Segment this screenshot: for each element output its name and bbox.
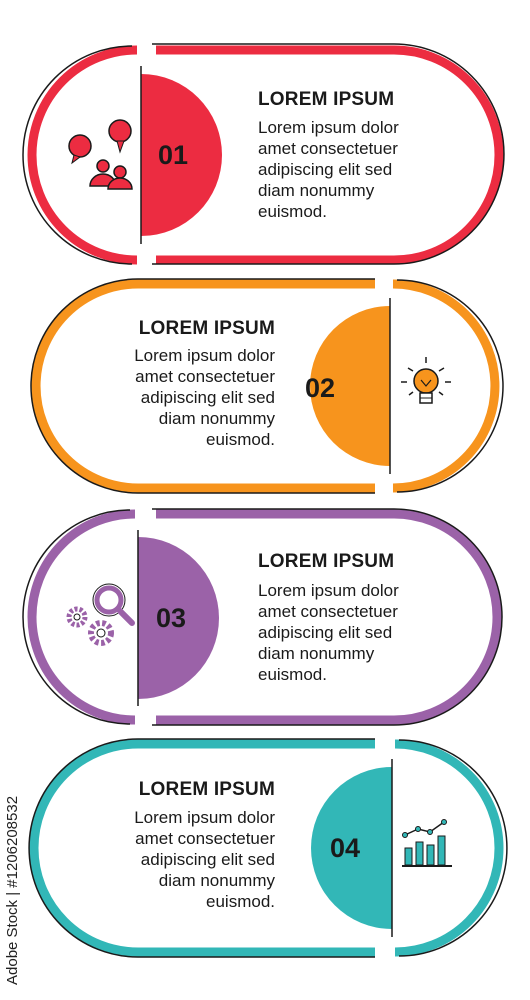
step-2-body-line: Lorem ipsum dolor — [134, 346, 275, 365]
light-bulb-icon — [401, 357, 451, 404]
step-2-body-line: diam nonummy — [158, 409, 275, 428]
step-2-number: 02 — [305, 373, 336, 403]
step-3-title: LOREM IPSUM — [258, 551, 395, 572]
step-3-body: Lorem ipsum dolor amet consectetuer adip… — [258, 580, 448, 685]
step-2-body: Lorem ipsum dolor amet consectetuer adip… — [85, 345, 275, 450]
step-4-body-line: euismod. — [206, 892, 275, 911]
step-2-body-line: amet consectetuer — [135, 367, 275, 386]
step-1-title: LOREM IPSUM — [258, 89, 395, 110]
step-2-title: LOREM IPSUM — [138, 318, 275, 339]
step-4-body-line: Lorem ipsum dolor — [134, 808, 275, 827]
step-3-shape — [22, 508, 503, 726]
step-1-number: 01 — [158, 140, 189, 170]
step-1-body-line: diam nonummy — [258, 181, 375, 200]
step-4-shape — [28, 738, 508, 958]
step-2-shape — [30, 278, 504, 494]
step-3-body-line: euismod. — [258, 665, 327, 684]
step-2-body-line: adipiscing elit sed — [140, 388, 275, 407]
step-1-shape — [22, 43, 505, 265]
step-4-number: 04 — [330, 833, 361, 863]
step-1-body-line: adipiscing elit sed — [258, 160, 393, 179]
step-4-body: Lorem ipsum dolor amet consectetuer adip… — [85, 807, 275, 912]
step-1-body-line: amet consectetuer — [258, 139, 398, 158]
step-4-body-line: diam nonummy — [158, 871, 275, 890]
step-1-body-line: euismod. — [258, 202, 327, 221]
bar-chart-icon — [402, 819, 452, 867]
step-3-body-line: diam nonummy — [258, 644, 375, 663]
step-1-body-line: Lorem ipsum dolor — [258, 118, 399, 137]
step-3-number: 03 — [156, 603, 187, 633]
step-4-body-line: adipiscing elit sed — [140, 850, 275, 869]
step-4-body-line: amet consectetuer — [135, 829, 275, 848]
step-4-title: LOREM IPSUM — [138, 779, 275, 800]
step-3-body-line: Lorem ipsum dolor — [258, 581, 399, 600]
gears-magnifier-icon — [66, 583, 135, 646]
step-2-body-line: euismod. — [206, 430, 275, 449]
people-chat-icon — [68, 119, 133, 190]
stock-watermark: Adobe Stock | #1206208532 — [4, 795, 21, 985]
step-3-body-line: adipiscing elit sed — [258, 623, 393, 642]
step-1-body: Lorem ipsum dolor amet consectetuer adip… — [258, 117, 448, 222]
step-3-body-line: amet consectetuer — [258, 602, 398, 621]
